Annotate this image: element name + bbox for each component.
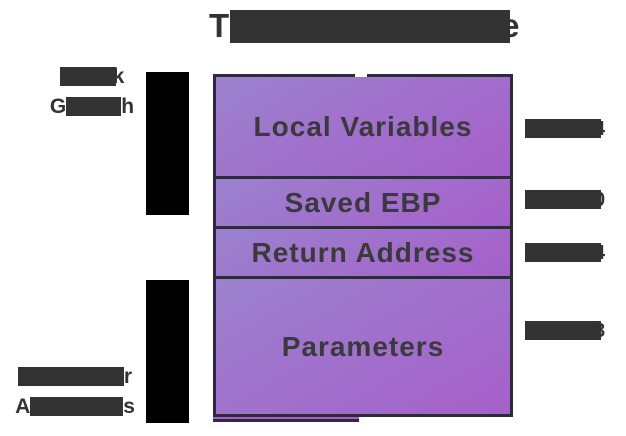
redaction-box	[525, 321, 601, 340]
label-fragment: r	[123, 365, 133, 388]
title-visible-suffix: e	[501, 7, 521, 44]
stack-growth-arrow-bar	[146, 72, 189, 215]
label-line-1: k	[40, 62, 144, 92]
section-label: Saved EBP	[284, 186, 442, 218]
title-redaction-box	[230, 10, 511, 43]
address-fragment: 4	[594, 242, 606, 264]
top-border-notch	[355, 73, 367, 77]
redaction-box	[525, 119, 601, 138]
label-fragment: s	[123, 395, 135, 418]
section-label: Local Variables	[253, 110, 473, 142]
address-fragment: 8	[594, 320, 606, 342]
stack-section-return-address: Return Address	[216, 226, 510, 276]
label-fragment: k	[112, 65, 125, 88]
stack-section-parameters: Parameters	[216, 276, 510, 414]
bottom-border-artifact	[213, 417, 359, 422]
higher-addresses-arrow-bar	[146, 280, 189, 423]
address-fragment: 0	[594, 189, 606, 211]
title-visible-prefix: T	[209, 7, 231, 44]
address-fragment: 4	[594, 118, 606, 140]
label-fragment: h	[121, 95, 135, 118]
stack-section-local-variables: Local Variables	[216, 77, 510, 176]
address-label-saved-ebp: 0	[525, 189, 605, 212]
redaction-box	[30, 397, 124, 416]
address-label-local-variables: 4	[525, 118, 605, 141]
label-fragment: A	[15, 395, 31, 418]
label-fragment: G	[49, 95, 67, 118]
redaction-box	[525, 243, 601, 262]
redaction-box	[66, 97, 122, 116]
redaction-box	[525, 190, 601, 209]
address-label-return-address: 4	[525, 242, 605, 265]
section-label: Parameters	[281, 330, 445, 362]
label-line-1: r	[4, 362, 146, 392]
section-label: Return Address	[251, 236, 475, 268]
redaction-box	[59, 67, 116, 86]
stack-section-saved-ebp: Saved EBP	[216, 176, 510, 226]
stack-box: Local Variables Saved EBP Return Address…	[213, 74, 513, 417]
address-label-parameters: 8	[525, 320, 605, 343]
redaction-box	[17, 367, 124, 386]
